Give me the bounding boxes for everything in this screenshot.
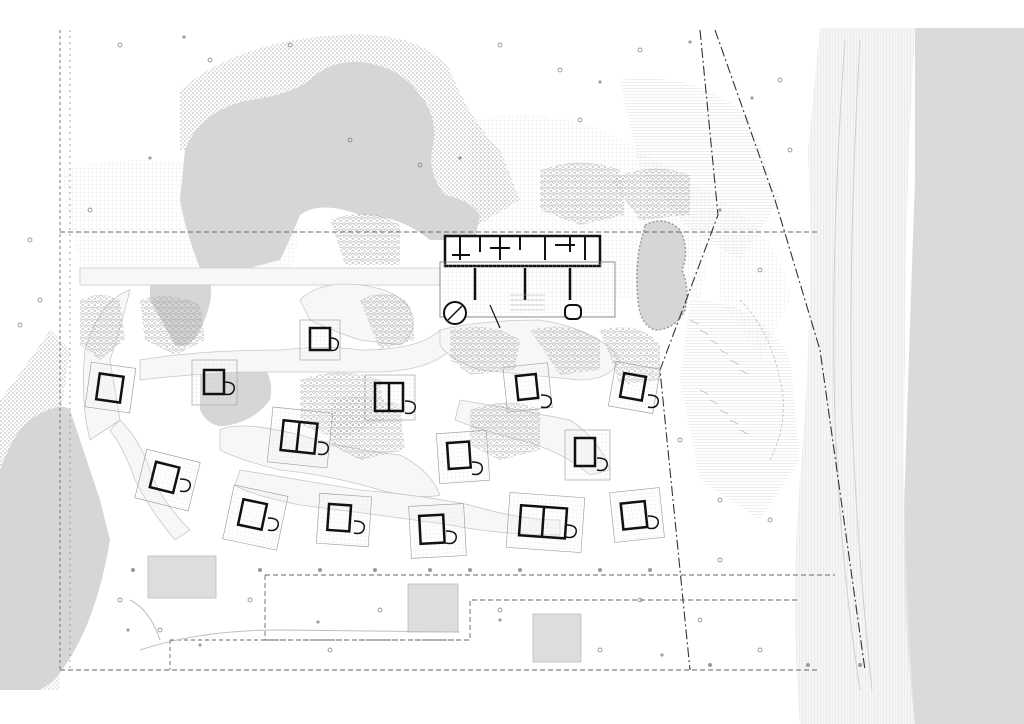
- cabin: [364, 374, 417, 421]
- cabin: [315, 492, 373, 548]
- sea-area: [903, 28, 1024, 724]
- cabin: [191, 359, 238, 406]
- cabin: [564, 429, 611, 481]
- cabin: [299, 319, 341, 361]
- parking-stalls: [689, 299, 784, 461]
- cabin: [607, 361, 661, 414]
- cabin: [222, 484, 289, 551]
- cabin: [609, 487, 665, 543]
- boundary-posts: [131, 568, 862, 667]
- cabins: [84, 319, 665, 559]
- parking-pads: [147, 555, 582, 663]
- lake-north: [180, 61, 480, 269]
- cabin: [502, 362, 553, 413]
- plus-markers: [126, 35, 754, 657]
- lake-west: [0, 280, 272, 690]
- cabin: [435, 429, 491, 485]
- coastal-band: [795, 28, 915, 724]
- cabin: [134, 448, 201, 512]
- service-road: [129, 599, 461, 651]
- main-building: [439, 234, 616, 329]
- cabin: [505, 492, 586, 553]
- cabin: [408, 503, 467, 559]
- cabin: [266, 406, 333, 469]
- site-boundaries: [59, 29, 866, 671]
- cabin: [84, 361, 137, 414]
- pond-east: [636, 220, 688, 331]
- scatter-markers: [17, 42, 793, 653]
